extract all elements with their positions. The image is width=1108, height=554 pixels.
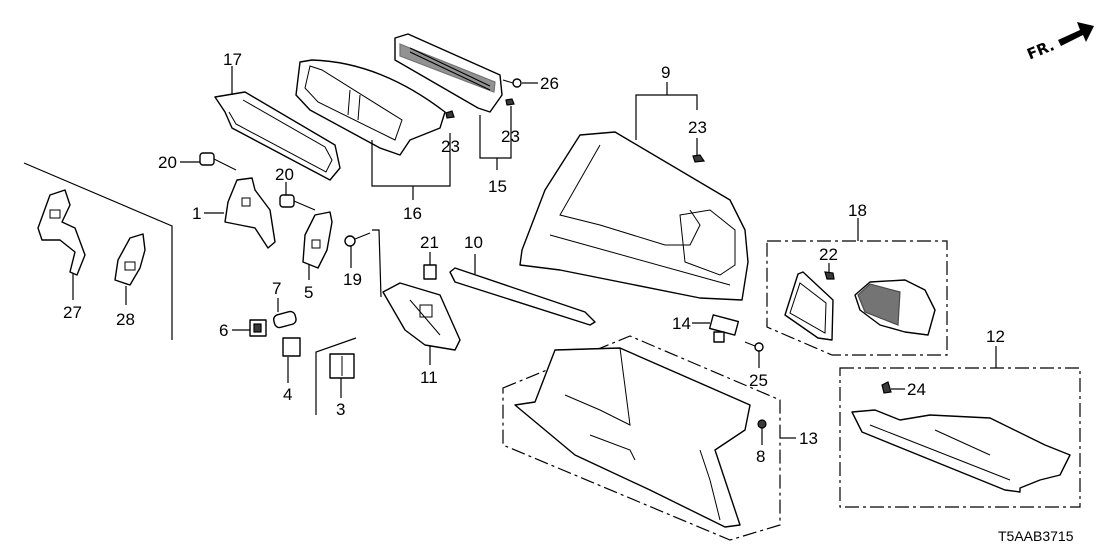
callout-4: 4 xyxy=(283,385,292,404)
part-18-vent-bezel[interactable] xyxy=(784,271,834,341)
front-direction-label: FR. xyxy=(1024,36,1057,63)
callout-13: 13 xyxy=(799,429,818,448)
part-3-switch-panel[interactable] xyxy=(329,353,355,379)
part-5-bracket[interactable] xyxy=(302,211,333,269)
callout-16: 16 xyxy=(403,204,422,223)
callout-25: 25 xyxy=(749,371,768,390)
group-outline-18 xyxy=(766,240,948,356)
callout-10: 10 xyxy=(464,233,483,252)
part-4-switch-blank[interactable] xyxy=(282,337,301,357)
callout-27: 27 xyxy=(63,303,82,322)
part-10-garnish-strip[interactable] xyxy=(449,267,596,326)
callout-11: 11 xyxy=(420,368,438,387)
group-outline-12 xyxy=(839,367,1081,508)
callout-9: 9 xyxy=(661,63,670,82)
callout-23a: 23 xyxy=(441,137,460,156)
part-17-meter-visor[interactable] xyxy=(214,91,341,181)
part-8-damper[interactable] xyxy=(757,419,767,429)
part-11-lower-garnish[interactable] xyxy=(382,282,461,351)
bracket-16 xyxy=(371,133,451,187)
part-23-clip-a[interactable] xyxy=(445,110,455,119)
part-27-bracket[interactable] xyxy=(37,189,86,276)
part-14-catch[interactable] xyxy=(708,314,740,343)
callout-1: 1 xyxy=(192,204,201,223)
part-22-clip[interactable] xyxy=(824,271,835,280)
part-1-bracket[interactable] xyxy=(224,177,276,249)
part-9-passenger-garnish[interactable] xyxy=(519,131,749,301)
part-25-screw[interactable] xyxy=(744,341,764,352)
part-6-switch[interactable] xyxy=(249,319,267,337)
callout-20a: 20 xyxy=(158,153,177,172)
callout-24: 24 xyxy=(907,380,926,399)
part-20-bolt-b[interactable] xyxy=(279,194,316,211)
callout-18: 18 xyxy=(848,201,867,220)
callout-19: 19 xyxy=(343,270,362,289)
callout-12: 12 xyxy=(986,327,1005,346)
part-28-bracket[interactable] xyxy=(114,233,146,286)
callout-23b: 23 xyxy=(501,127,520,146)
part-20-bolt-a[interactable] xyxy=(199,152,237,171)
callout-14: 14 xyxy=(672,314,691,333)
callout-7: 7 xyxy=(272,279,281,298)
part-18-vent-grille[interactable] xyxy=(854,279,936,336)
group-divider-left xyxy=(23,162,173,340)
callout-17: 17 xyxy=(223,50,242,69)
part-21-clip-nut[interactable] xyxy=(423,264,437,280)
part-24-clip[interactable] xyxy=(881,381,892,394)
callout-20b: 20 xyxy=(275,165,294,184)
part-19-screw[interactable] xyxy=(344,232,371,247)
diagram-code: T5AAB3715 xyxy=(998,528,1074,544)
part-23-clip-b[interactable] xyxy=(505,98,515,106)
part-13-glovebox[interactable] xyxy=(514,347,751,528)
callout-26: 26 xyxy=(540,74,559,93)
callout-3: 3 xyxy=(336,400,345,419)
part-26-screw[interactable] xyxy=(502,78,522,88)
group-outline-13 xyxy=(502,335,781,541)
callout-8: 8 xyxy=(756,447,765,466)
leader-19-bracket xyxy=(372,229,382,298)
callout-28: 28 xyxy=(116,310,135,329)
callout-22: 22 xyxy=(819,245,838,264)
bracket-15 xyxy=(479,106,512,159)
part-16-center-panel[interactable] xyxy=(295,59,446,156)
callout-23c: 23 xyxy=(688,118,707,137)
part-23-clip-c[interactable] xyxy=(692,154,706,163)
group-divider-3 xyxy=(315,337,357,415)
part-12-lower-frame[interactable] xyxy=(851,409,1071,493)
callout-15: 15 xyxy=(488,177,507,196)
front-direction-arrow-icon xyxy=(1058,22,1094,46)
callout-6: 6 xyxy=(219,321,228,340)
part-15-center-vent[interactable] xyxy=(394,33,503,113)
callout-5: 5 xyxy=(304,283,313,302)
callout-21: 21 xyxy=(420,233,439,252)
part-7-socket[interactable] xyxy=(272,310,298,329)
